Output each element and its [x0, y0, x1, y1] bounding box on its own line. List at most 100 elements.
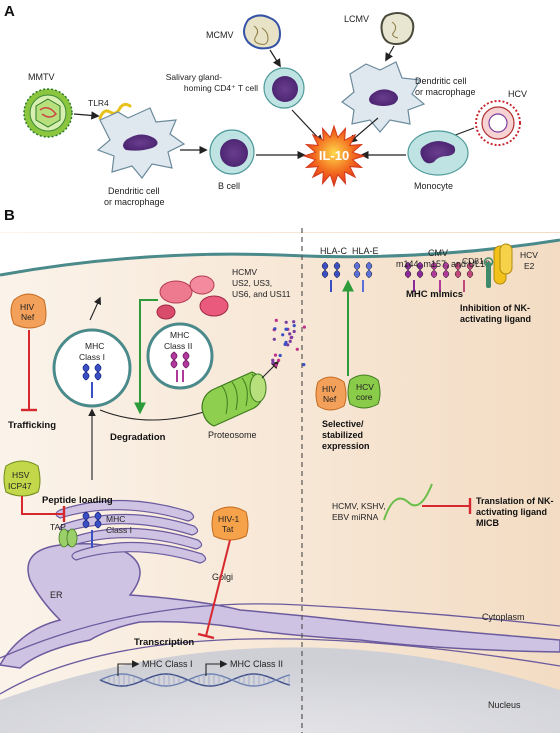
mirna-label-1: HCMV, KSHV,: [332, 501, 386, 511]
b-cell-label: B cell: [218, 181, 240, 191]
selective-label-2: stabilized: [322, 430, 363, 440]
peptide-dot: [274, 318, 278, 322]
proteosome-label: Proteosome: [208, 430, 257, 440]
arrow-mcmv-to-tcell: [269, 49, 281, 68]
hiv1-tat-label-2: Tat: [222, 524, 234, 534]
hcv-core-blob: [347, 374, 381, 409]
degradation-label: Degradation: [110, 432, 166, 443]
hsv-icp47-blob: [3, 460, 41, 497]
peptide-dot: [272, 337, 276, 341]
tap-label: TAP: [50, 522, 66, 532]
peptide-dot: [286, 343, 290, 347]
selective-label-3: expression: [322, 441, 370, 451]
inhibit-transcription-line: [205, 539, 231, 637]
dc-right-label-1: Dendritic cell: [415, 76, 467, 86]
dc-left-label-2: or macrophage: [104, 197, 165, 207]
translation-label-1: Translation of NK-: [476, 496, 554, 506]
green-arrow-hcmv-degradation: [134, 299, 158, 415]
peptide-dot: [277, 358, 281, 362]
dna-helix-icon: [99, 673, 291, 687]
cd81-label: CD81: [462, 256, 484, 266]
translation-label-3: MICB: [476, 518, 499, 528]
hcv-label: HCV: [508, 89, 527, 99]
tap-transporter-icon: [58, 528, 78, 548]
peptide-dot: [302, 325, 306, 329]
surface-mhc-molecule-icon: [430, 261, 450, 292]
er-label: ER: [50, 590, 63, 600]
mhc-class-i-vesicle: [52, 328, 132, 408]
hcv-e2-label-2: E2: [524, 261, 535, 271]
hiv-nef-left-blob: [10, 293, 47, 329]
peptide-dot: [273, 327, 277, 331]
translation-label-2: activating ligand: [476, 507, 547, 517]
hcmv-label-3: US6, and US11: [232, 289, 291, 299]
gene-arrow-class-i: [117, 660, 140, 676]
arrow-lcmv-to-dc: [385, 45, 395, 62]
monocyte: [407, 130, 469, 176]
dna-strand: [99, 673, 291, 687]
peptide-dot: [271, 358, 275, 362]
hla-c-label: HLA-C: [320, 246, 348, 256]
mhc-vesicle-i-1: MHC: [85, 341, 104, 351]
hsv-label-1: HSV: [12, 470, 30, 480]
cytoplasm-label: Cytoplasm: [482, 612, 525, 622]
dc-left-label-1: Dendritic cell: [108, 186, 160, 196]
monocyte-label: Monocyte: [414, 181, 453, 191]
golgi-apparatus: [55, 499, 207, 564]
panel-b-label: B: [4, 207, 15, 224]
il10-label: IL-10: [319, 148, 349, 163]
peptide-dot: [290, 335, 294, 339]
peptide-dot: [292, 329, 296, 334]
mhc-mimics-label: MHC mimics: [406, 289, 463, 300]
peptide-dot: [288, 332, 292, 336]
dc-right-label-2: or macrophage: [415, 87, 476, 97]
lcmv-label: LCMV: [344, 14, 369, 24]
mcmv-label: MCMV: [206, 30, 234, 40]
inhibition-label-2: activating ligand: [460, 314, 531, 324]
dendritic-cell-right: [340, 61, 426, 133]
arrow-vesicle-to-proteosome: [99, 408, 212, 421]
cmv-label-1: CMV: [428, 248, 448, 258]
cd81-receptor-icon: [483, 257, 494, 288]
gene-label-class-ii: MHC Class II: [230, 659, 283, 669]
surface-mhc-molecule-icon: [353, 261, 373, 292]
hla-e-label: HLA-E: [352, 246, 379, 256]
panel-a-label: A: [4, 3, 15, 20]
transcription-label: Transcription: [134, 637, 194, 648]
hiv1-tat-label-1: HIV-1: [218, 514, 240, 524]
hcv-core-1: HCV: [356, 382, 374, 392]
cmv-label-2: m144, m157, and UL18: [396, 259, 490, 269]
mcmv-virus-icon: [243, 14, 282, 50]
dendritic-cell-left: [96, 107, 186, 179]
mhc-class-i-er-molecule-icon: [82, 511, 102, 548]
hiv-nef-right-1: HIV: [322, 384, 337, 394]
mhc-class-ii-molecule-icon: [170, 351, 190, 382]
hiv-nef-right-2: Nef: [323, 394, 337, 404]
arrow-mmtv-to-dc: [73, 111, 100, 120]
peptide-dot: [288, 339, 292, 343]
peptide-fragments-icon: [271, 318, 306, 367]
mhc-vesicle-ii-2: Class II: [164, 341, 192, 351]
peptide-loading-label: Peptide loading: [42, 495, 113, 506]
inhibition-label-1: Inhibition of NK-: [460, 303, 530, 313]
inhibit-transcription-bar: [197, 632, 215, 640]
b-cell: [209, 129, 255, 175]
mmtv-label: MMTV: [28, 72, 55, 82]
mirna-label-2: EBV miRNA: [332, 512, 379, 522]
peptide-dot: [278, 353, 282, 358]
peptide-dot: [302, 363, 306, 367]
surface-mhc-molecule-icon: [404, 261, 424, 292]
peptide-dot: [274, 363, 278, 367]
peptide-dot: [273, 353, 278, 357]
peptide-dot: [281, 333, 285, 337]
selective-label-1: Selective/: [322, 419, 364, 429]
salivary-label-1: Salivary gland-: [166, 72, 222, 82]
arrow-dc-right-to-il10: [348, 117, 379, 144]
hcv-virus-icon: [475, 100, 521, 146]
mhc-class-i-molecule-icon: [82, 363, 102, 398]
gene-arrow-class-ii: [205, 660, 228, 676]
nucleus-region: [0, 647, 560, 733]
salivary-t-cell: [263, 67, 305, 109]
inhibit-peptide-loading-line: [21, 496, 64, 515]
lcmv-virus-icon: [380, 12, 415, 46]
